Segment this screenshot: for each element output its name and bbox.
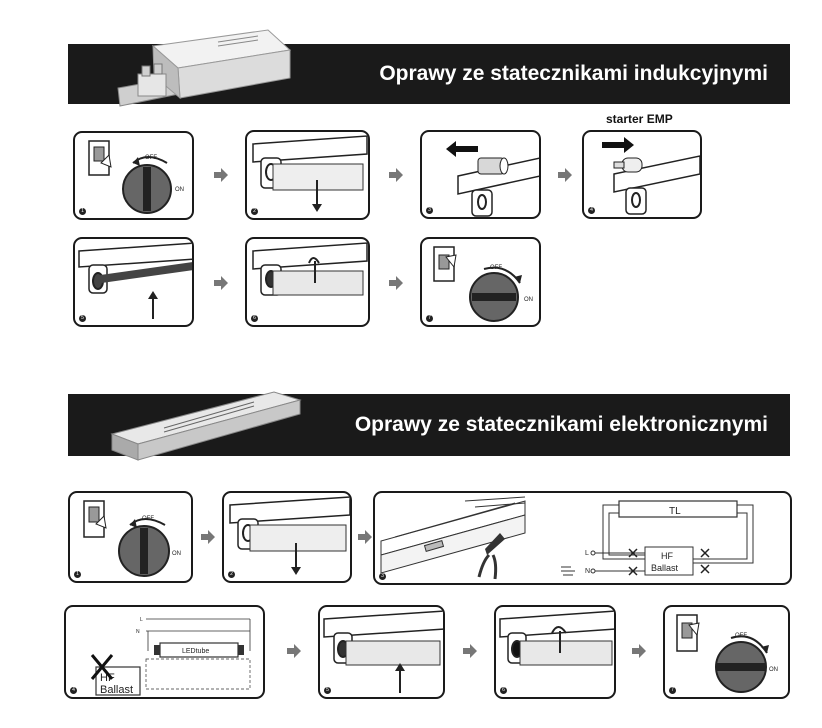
step-number: 6 xyxy=(500,687,507,694)
s1-step6-rotate-tube: 6 xyxy=(245,237,370,327)
svg-text:Ballast: Ballast xyxy=(100,684,133,696)
step-number: 6 xyxy=(251,315,258,322)
svg-text:OFF: OFF xyxy=(735,633,747,639)
section2-banner: Oprawy ze statecznikami elektronicznymi xyxy=(68,394,790,456)
s2-arrow-1 xyxy=(201,530,215,544)
s1-arrow-3 xyxy=(558,168,572,182)
s1-step2-remove-tube: 2 xyxy=(245,130,370,220)
s2-arrow-2 xyxy=(358,530,372,544)
step-number: 7 xyxy=(669,687,676,694)
s2-step4-led-wiring: L N LEDtube HF Ballast 4 xyxy=(64,605,265,699)
step-number: 4 xyxy=(70,687,77,694)
section2-title: Oprawy ze statecznikami elektronicznymi xyxy=(354,413,768,436)
svg-text:HF: HF xyxy=(100,672,115,684)
svg-text:L: L xyxy=(140,617,143,623)
step-number: 5 xyxy=(79,315,86,322)
step-number: 2 xyxy=(251,208,258,215)
s1-step7-switch-on: OFF ON 7 xyxy=(420,237,541,327)
step-number: 4 xyxy=(588,207,595,214)
svg-text:ON: ON xyxy=(172,551,181,557)
section1-title: Oprawy ze statecznikami indukcyjnymi xyxy=(379,62,768,85)
s1-arrow-4 xyxy=(214,276,228,290)
ledtube-label: LEDtube xyxy=(182,648,209,655)
starter-emp-label: starter EMP xyxy=(606,112,673,126)
s2-arrow-4 xyxy=(463,644,477,658)
s2-step3-wiring: TL HF Ballast L N 3 xyxy=(373,491,792,585)
s2-step2-remove-tube: 2 xyxy=(222,491,352,583)
step-number: 1 xyxy=(74,571,81,578)
s1-arrow-5 xyxy=(389,276,403,290)
inductive-ballast-image xyxy=(117,29,292,107)
svg-text:N: N xyxy=(585,568,590,575)
svg-text:ON: ON xyxy=(524,297,533,303)
step-number: 3 xyxy=(426,207,433,214)
s2-step1-switch-off: OFF ON 1 xyxy=(68,491,193,583)
ballast-label: Ballast xyxy=(651,563,679,573)
step-number: 2 xyxy=(228,571,235,578)
s1-step3-remove-starter: 3 xyxy=(420,130,541,219)
tl-label: TL xyxy=(669,506,681,517)
step-number: 5 xyxy=(324,687,331,694)
switch-off-diagram: OFF ON xyxy=(88,140,184,214)
s2-step5-insert-led: 5 xyxy=(318,605,445,699)
electronic-ballast-image xyxy=(110,391,302,461)
svg-text:N: N xyxy=(136,629,140,635)
svg-text:ON: ON xyxy=(769,667,778,673)
step-number: 7 xyxy=(426,315,433,322)
step-number: 1 xyxy=(79,208,86,215)
s1-step4-insert-starter: 4 xyxy=(582,130,702,219)
s1-arrow-1 xyxy=(214,168,228,182)
step-number: 3 xyxy=(379,573,386,580)
s1-step5-insert-led: 5 xyxy=(73,237,194,327)
on-label: ON xyxy=(175,187,184,193)
s2-step6-rotate-tube: 6 xyxy=(494,605,616,699)
s1-step1-switch-off: OFF ON 1 xyxy=(73,131,194,220)
off-label: OFF xyxy=(145,155,157,161)
hf-label: HF xyxy=(661,551,673,561)
s2-step7-switch-on: OFF ON 7 xyxy=(663,605,790,699)
svg-text:OFF: OFF xyxy=(142,516,154,522)
svg-text:OFF: OFF xyxy=(490,265,502,271)
s2-arrow-3 xyxy=(287,644,301,658)
s2-arrow-5 xyxy=(632,644,646,658)
svg-text:L: L xyxy=(585,550,589,557)
s1-arrow-2 xyxy=(389,168,403,182)
